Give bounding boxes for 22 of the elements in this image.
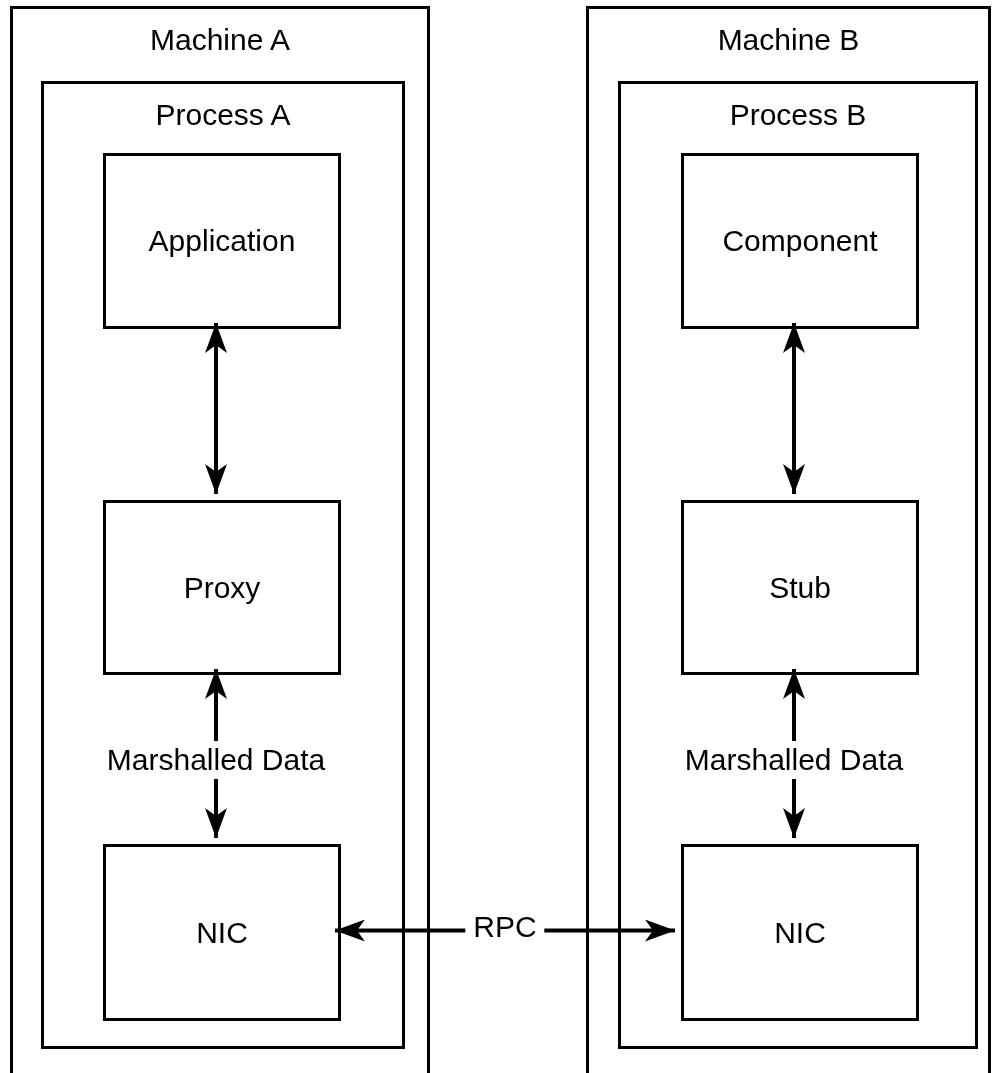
box-label: Proxy [183,572,261,603]
box-label: NIC [196,917,248,948]
container-box [41,81,405,1049]
process-box [103,153,341,329]
process-box [681,844,919,1021]
container-box [586,6,991,1073]
box-heading: Machine A [149,25,291,55]
box-label: Stub [769,572,831,603]
box-heading: Process A [155,100,291,130]
container-box [10,6,430,1073]
process-box [681,500,919,675]
double-arrow [205,323,227,494]
process-box [103,844,341,1021]
box-label: NIC [774,917,826,948]
process-box [103,500,341,675]
box-heading: Machine B [717,25,860,55]
process-box [681,153,919,329]
box-label: Component [722,226,878,256]
double-arrow [783,323,805,494]
container-box [618,81,978,1049]
box-label: Application [148,226,296,256]
box-heading: Process B [729,100,867,130]
